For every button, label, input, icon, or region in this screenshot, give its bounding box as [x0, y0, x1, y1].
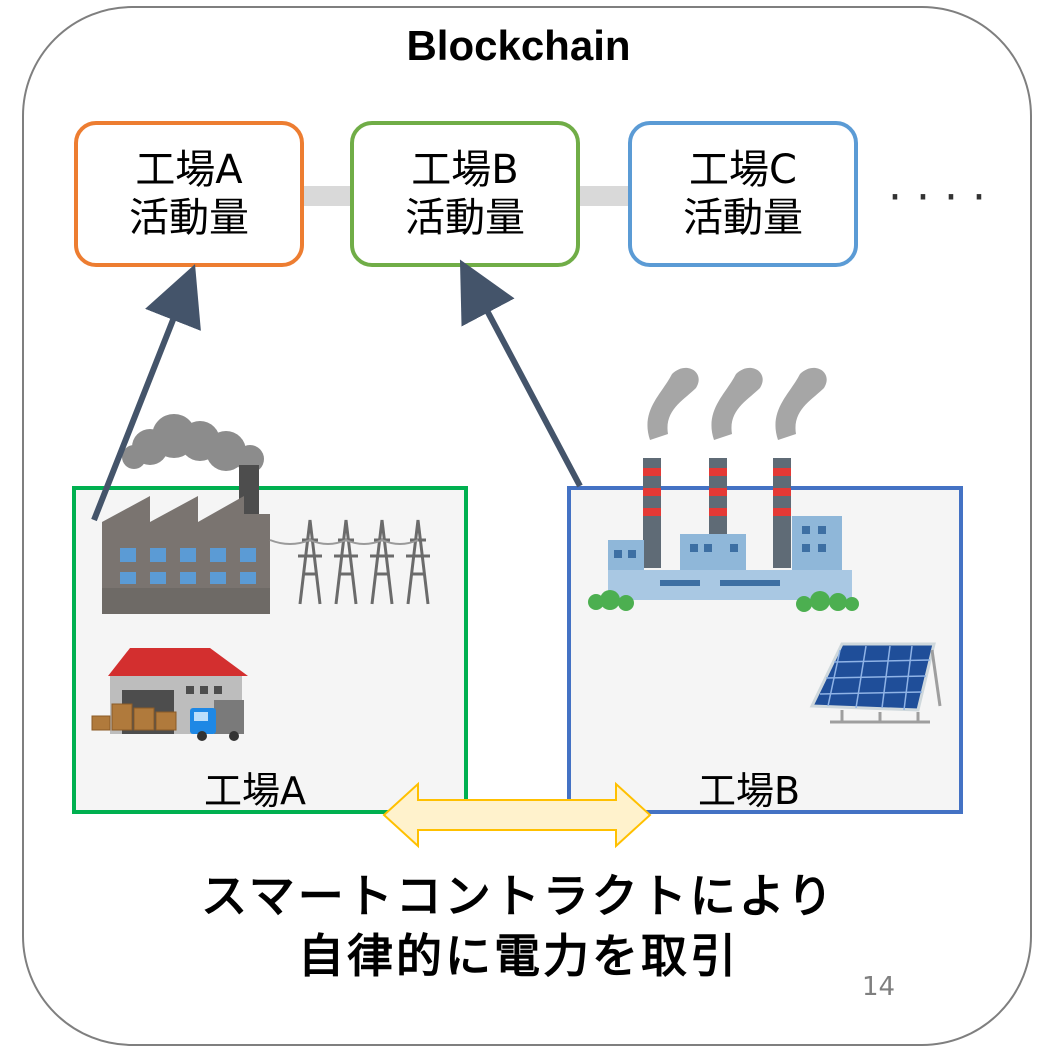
- chain-link-ab: [300, 186, 356, 206]
- solar-panel-icon: [809, 642, 942, 724]
- block-factory-a: 工場A 活動量: [74, 121, 304, 267]
- arrow-factory-b-to-block: [459, 259, 583, 488]
- chain-link-bc: [578, 186, 634, 206]
- caption-line-2: 自律的に電力を取引: [298, 929, 739, 983]
- truck-icon: [190, 700, 244, 741]
- block-b-name: 工場B: [411, 147, 519, 193]
- caption: スマートコントラクトにより 自律的に電力を取引: [0, 866, 1037, 986]
- block-a-name: 工場A: [135, 147, 243, 193]
- diagram-graphics: [91, 259, 942, 849]
- page-number: 14: [862, 972, 896, 1002]
- block-c-name: 工場C: [689, 147, 797, 193]
- factory-a-label: 工場A: [204, 769, 306, 813]
- double-arrow-trade: [382, 781, 652, 849]
- diagram-title: Blockchain: [406, 22, 631, 69]
- factory-b-label: 工場B: [698, 769, 801, 813]
- power-plant-icon: [588, 367, 859, 612]
- power-tower-icon: [269, 519, 430, 605]
- block-a-activity: 活動量: [129, 195, 249, 241]
- chain-ellipsis: ····: [888, 172, 1000, 223]
- arrow-factory-a-to-block: [91, 264, 201, 522]
- block-c-activity: 活動量: [683, 195, 803, 241]
- caption-line-1: スマートコントラクトにより: [201, 869, 836, 923]
- block-factory-c: 工場C 活動量: [628, 121, 858, 267]
- factory-icon: [102, 414, 270, 614]
- block-b-activity: 活動量: [405, 195, 525, 241]
